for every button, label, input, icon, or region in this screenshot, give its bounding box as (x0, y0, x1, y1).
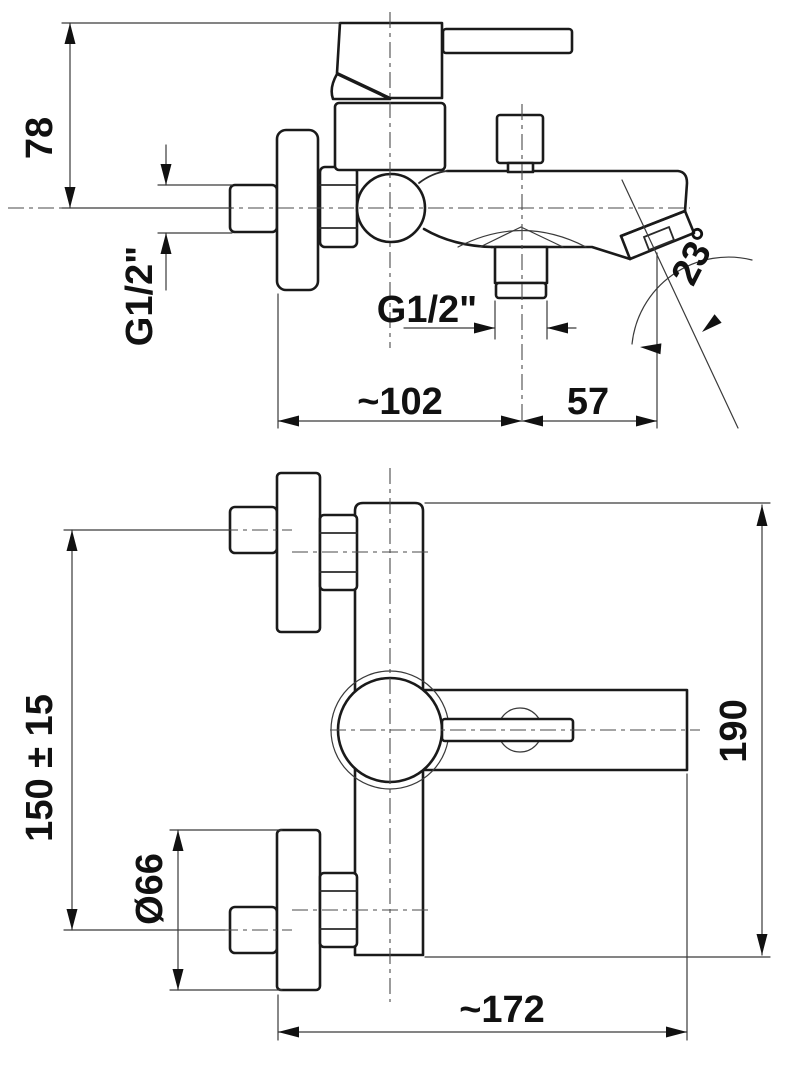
side-body-top-edge (445, 169, 689, 213)
dimension-arrow (66, 909, 78, 930)
dim-102-57: ~102 57 (277, 252, 658, 429)
dimension-arrow (640, 343, 662, 355)
angle-reference-line (621, 179, 739, 429)
dim-172-label: ~172 (459, 989, 545, 1031)
dimension-arrow (756, 505, 768, 526)
dim-172: ~172 (277, 773, 688, 1041)
dimension-arrow (666, 1026, 687, 1038)
dim-inlet-thread: G1/2" (119, 144, 233, 346)
side-handle-base-wedge (330, 72, 392, 101)
dimension-arrow (636, 415, 657, 427)
dim-190: 190 (424, 502, 771, 958)
front-top-pipe-centerline (222, 529, 428, 553)
dimension-arrow (66, 530, 78, 551)
front-view: 150 ± 15 Ø66 190 ~172 (19, 468, 771, 1041)
extension-line (494, 300, 548, 340)
dim-inlet-thread-label: G1/2" (119, 246, 161, 346)
dim-57-label: 57 (567, 381, 609, 423)
dimension-arrow (278, 1026, 299, 1038)
dim-66-label: Ø66 (129, 853, 171, 925)
side-shower-outlet (493, 245, 549, 285)
side-aerator-outlet (642, 225, 676, 252)
front-bottom-pipe-centerline (222, 909, 428, 931)
dim-150-label: 150 ± 15 (19, 694, 61, 842)
side-body-bottom-curve (422, 227, 494, 249)
dimension-arrow (756, 934, 768, 955)
dimension-arrow (501, 415, 522, 427)
dimension-arrow (474, 322, 495, 334)
dim-outlet-thread: G1/2" (377, 289, 577, 340)
side-diverter-knob (495, 113, 545, 165)
dimension-arrow (172, 830, 184, 851)
side-handle-lever (441, 27, 574, 55)
dim-150: 150 ± 15 (19, 529, 231, 931)
dimension-arrow (547, 322, 568, 334)
dimension-arrow (160, 233, 172, 254)
front-bottom-nut-facets (319, 890, 358, 930)
dimension-arrow (278, 415, 299, 427)
dimension-arrow (702, 314, 722, 332)
extension-line (157, 184, 233, 234)
dimension-arrow (522, 415, 543, 427)
dim-102-label: ~102 (357, 381, 443, 423)
front-top-nut-facets (319, 532, 358, 573)
side-hex-nut (318, 165, 359, 249)
dimension-arrow (172, 969, 184, 990)
extension-line (169, 829, 283, 991)
dimension-arrow (160, 164, 172, 185)
dim-78: 78 (19, 22, 341, 209)
dim-outlet-thread-label: G1/2" (377, 289, 477, 331)
dim-78-label: 78 (19, 117, 61, 159)
side-diverter-neck (506, 161, 535, 174)
dimension-arrow (64, 23, 76, 44)
dimension-arrow (64, 187, 76, 208)
dim-angle-label: 23° (664, 221, 728, 291)
side-shower-outlet-thread (494, 281, 548, 300)
side-handle-head (335, 21, 444, 100)
side-flange (275, 128, 320, 292)
side-outlet-blend-inner (479, 226, 564, 248)
angle-arc (631, 256, 753, 345)
side-hex-nut-facets (319, 184, 358, 229)
side-body-top-curve (418, 170, 448, 184)
dim-66: Ø66 (129, 829, 283, 991)
side-view: 78 G1/2" G1/2" ~102 57 (8, 12, 753, 429)
dim-190-label: 190 (713, 699, 755, 762)
